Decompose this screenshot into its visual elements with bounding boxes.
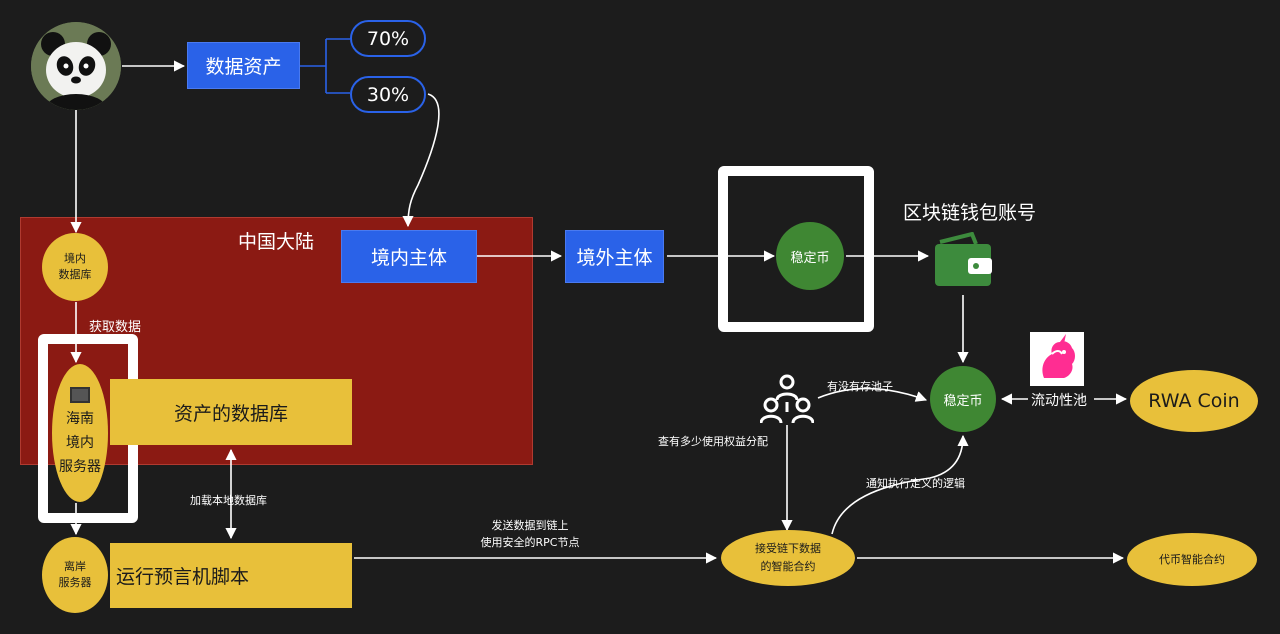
domestic-db-node: 境内 数据库: [42, 233, 108, 301]
overseas-entity-box: 境外主体: [565, 230, 664, 283]
asset-db-label: 资产的数据库: [173, 402, 288, 425]
liquidity-pool-label: 流动性池: [1031, 393, 1087, 409]
percent-30-pill: 30%: [350, 76, 426, 113]
server-icon: [70, 387, 90, 403]
arrow-30-to-domestic: [402, 93, 440, 228]
oracle-script-label: 运行预言机脚本: [116, 566, 250, 588]
offchain-contract-node: 接受链下数据 的智能合约: [721, 530, 855, 586]
wallet-label: 区块链钱包账号: [903, 202, 1037, 224]
arrow-people-to-stable: [817, 387, 928, 402]
stablecoin-main-node: 稳定币: [776, 222, 844, 290]
data-asset-box: 数据资产: [187, 42, 300, 89]
bracket-70-30: [300, 38, 350, 94]
offshore-server-node: 离岸 服务器: [42, 537, 108, 613]
oracle-script-box: 运行预言机脚本: [110, 543, 352, 608]
stablecoin-highlight-frame: [718, 166, 874, 332]
percent-70-pill: 70%: [350, 20, 426, 57]
notify-logic-label: 通知执行定义的逻辑: [866, 477, 965, 490]
arrow-contract-to-stable: [831, 434, 969, 535]
fetch-data-label: 获取数据: [89, 320, 142, 335]
region-title: 中国大陆: [238, 231, 315, 253]
check-rights-label: 查有多少使用权益分配: [658, 435, 768, 448]
send-data-label: 发送数据到链上 使用安全的RPC节点: [480, 519, 580, 549]
rwa-coin-node: RWA Coin: [1130, 370, 1258, 432]
hainan-server-node: 海南 境内 服务器: [52, 364, 108, 502]
asset-db-box: 资产的数据库: [110, 379, 352, 445]
stablecoin-right-node: 稳定币: [930, 366, 996, 432]
token-contract-node: 代币智能合约: [1127, 533, 1257, 586]
has-pool-label: 有没有存池子: [827, 380, 893, 393]
domestic-entity-box: 境内主体: [341, 230, 477, 283]
wallet-icon: [932, 231, 994, 288]
people-network-icon: [759, 372, 815, 424]
panda-avatar: [31, 22, 121, 110]
load-local-db-label: 加载本地数据库: [190, 494, 267, 507]
hainan-server-label: 海南 境内 服务器: [59, 411, 101, 475]
unicorn-logo: [1030, 332, 1084, 386]
